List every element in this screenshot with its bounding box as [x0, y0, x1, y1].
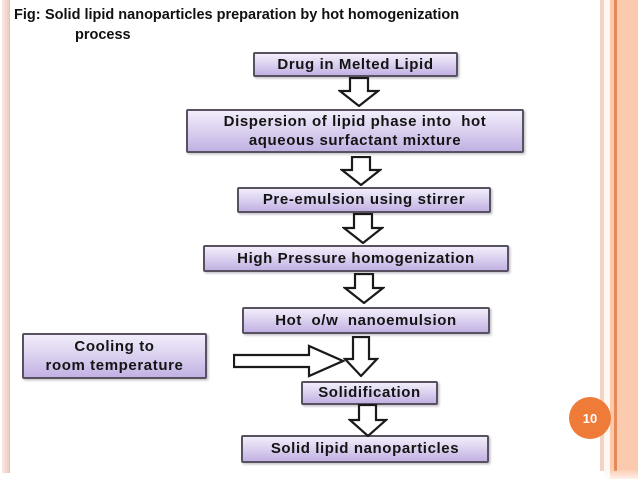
- right-border-fade: [598, 469, 638, 479]
- page-number-badge: 10: [569, 397, 611, 439]
- flow-step-label-line2: aqueous surfactant mixture: [248, 132, 462, 149]
- down-arrow-icon: [348, 404, 388, 437]
- title-text: Solid lipid nanoparticles preparation by…: [45, 5, 459, 45]
- title-prefix: Fig:: [14, 7, 41, 23]
- title-line-2: process: [75, 27, 131, 43]
- left-border-stripe: [2, 0, 10, 473]
- right-border-band: [610, 0, 638, 479]
- flow-step-label: Solidification: [318, 384, 421, 402]
- flow-step-high-pressure-homogenization: High Pressure homogenization: [203, 245, 509, 272]
- right-border-gap-stripe: [604, 0, 610, 479]
- flow-step-pre-emulsion: Pre-emulsion using stirrer: [237, 187, 491, 213]
- flow-step-label: Drug in Melted Lipid: [277, 55, 434, 73]
- flow-step-label: Hot o/w nanoemulsion: [275, 311, 457, 329]
- flow-step-drug-in-melted-lipid: Drug in Melted Lipid: [253, 52, 458, 77]
- page-number: 10: [582, 410, 598, 426]
- flow-step-label-line1: Dispersion of lipid phase into hot: [223, 112, 487, 130]
- right-border-accent-line: [614, 0, 617, 471]
- flow-step-label: Solid lipid nanoparticles: [270, 440, 460, 458]
- down-arrow-icon: [338, 77, 380, 107]
- flow-step-label: Pre-emulsion using stirrer: [262, 191, 466, 209]
- flow-step-dispersion-of-lipid-phase: Dispersion of lipid phase into hot aqueo…: [186, 109, 524, 153]
- flow-step-solidification: Solidification: [301, 381, 438, 405]
- flow-step-label: High Pressure homogenization: [237, 249, 475, 267]
- flow-step-cooling-to-room-temperature: Cooling to room temperature: [22, 333, 207, 379]
- down-arrow-icon: [343, 336, 379, 377]
- flow-step-solid-lipid-nanoparticles: Solid lipid nanoparticles: [241, 435, 489, 463]
- right-arrow-icon: [233, 344, 345, 378]
- flow-step-label-line1: Cooling to: [74, 337, 155, 355]
- flow-step-hot-ow-nanoemulsion: Hot o/w nanoemulsion: [242, 307, 490, 334]
- down-arrow-icon: [340, 156, 382, 186]
- slide-title: Fig: Solid lipid nanoparticles preparati…: [14, 5, 459, 45]
- right-border-thin-stripe: [600, 0, 604, 471]
- flow-step-label-line2: room temperature: [45, 357, 184, 374]
- title-line-1: Solid lipid nanoparticles preparation by…: [45, 7, 460, 23]
- down-arrow-icon: [343, 273, 385, 304]
- down-arrow-icon: [342, 213, 384, 244]
